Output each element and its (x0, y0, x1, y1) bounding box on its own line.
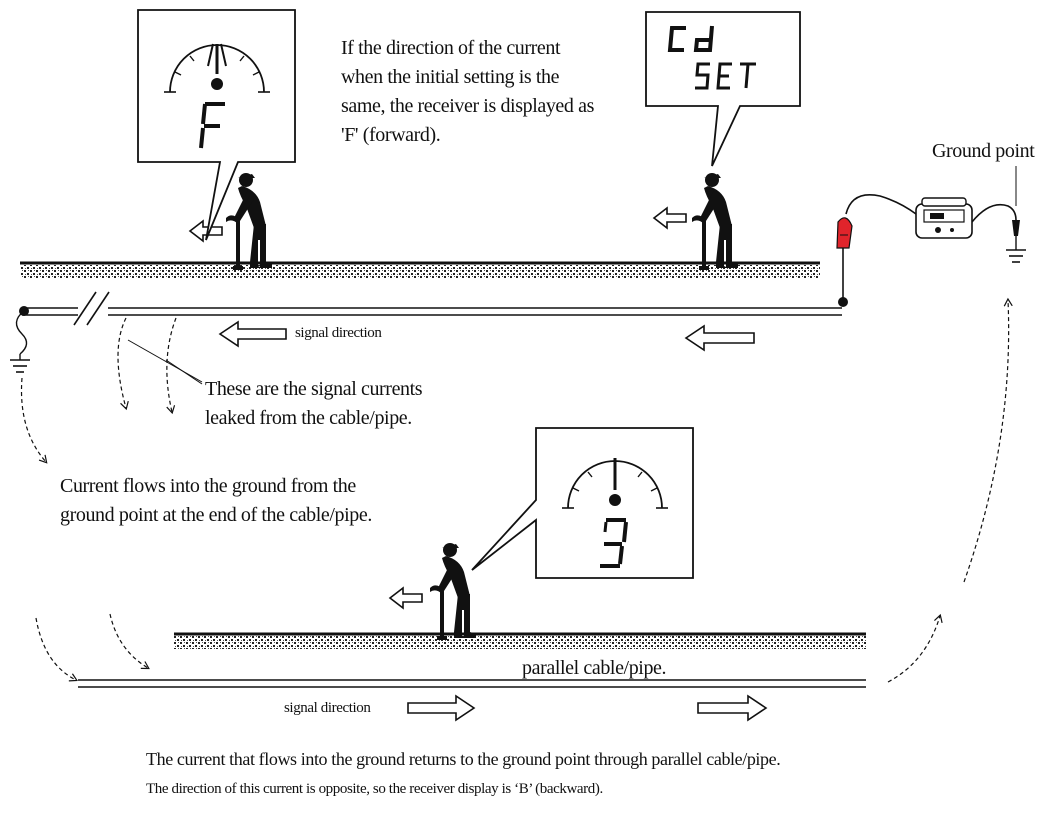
ground-flow-note: Current flows into the ground from the g… (60, 472, 440, 530)
direction-same-note: If the direction of the current when the… (341, 34, 641, 150)
main-cable (22, 248, 848, 326)
signal-direction-label-bottom: signal direction (284, 700, 371, 716)
leak-line-2: leaked from the cable/pipe. (205, 407, 412, 429)
receiver-operator-2 (692, 173, 738, 270)
signal-arrow-top-left (218, 320, 287, 348)
receiver-display-callout-backward (471, 427, 694, 579)
transmitter-setup (836, 166, 1026, 263)
direction-same-line-3: same, the receiver is displayed as (341, 95, 594, 117)
ground-flow-line-2: ground point at the end of the cable/pip… (60, 504, 372, 526)
cable-end-ground (10, 306, 30, 373)
direction-arrow-worker-2 (652, 206, 687, 230)
ground-surface-top (20, 261, 820, 278)
direction-arrow-worker-1 (188, 219, 223, 243)
leak-pointer-lines (127, 339, 203, 385)
footer-note-1: The current that flows into the ground r… (146, 749, 781, 769)
direction-same-line-1: If the direction of the current (341, 37, 561, 59)
leak-line-1: These are the signal currents (205, 378, 423, 400)
leak-note: These are the signal currents leaked fro… (205, 375, 485, 433)
receiver-operator-1 (226, 173, 272, 270)
direction-arrow-worker-3 (388, 586, 423, 610)
leak-current-arrows (20, 317, 177, 464)
signal-arrow-bottom-right (697, 694, 768, 722)
receiver-operator-3 (430, 543, 476, 640)
footer-note-2: The direction of this current is opposit… (146, 781, 603, 797)
parallel-cable (78, 679, 866, 688)
return-current-arrows (35, 297, 1013, 683)
ground-point-label: Ground point (932, 140, 1035, 162)
direction-same-line-4: 'F' (forward). (341, 124, 441, 146)
signal-direction-label-top: signal direction (295, 325, 382, 341)
ground-surface-bottom (174, 632, 866, 649)
parallel-cable-label: parallel cable/pipe. (522, 657, 667, 679)
signal-arrow-top-right (684, 324, 755, 352)
receiver-display-callout-setting (645, 11, 801, 167)
direction-same-line-2: when the initial setting is the (341, 66, 560, 88)
ground-flow-line-1: Current flows into the ground from the (60, 475, 356, 497)
signal-arrow-bottom-left (407, 694, 476, 722)
receiver-display-callout-forward (137, 9, 296, 241)
